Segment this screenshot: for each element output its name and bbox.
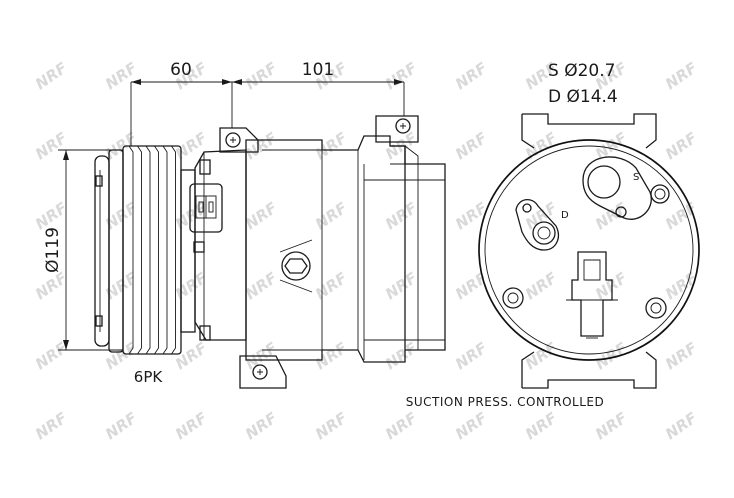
pulley-groove xyxy=(128,145,134,355)
pulley-groove xyxy=(162,145,168,355)
watermark-text: NRF xyxy=(452,58,491,93)
watermark-text: NRF xyxy=(592,408,631,443)
control-note: SUCTION PRESS. CONTROLLED xyxy=(406,395,605,409)
pulley-groove xyxy=(154,145,159,355)
watermark-text: NRF xyxy=(662,408,701,443)
front-housing xyxy=(193,149,247,341)
discharge-marker: D xyxy=(561,210,569,221)
pulley-grooves xyxy=(128,145,176,355)
watermark-text: NRF xyxy=(592,198,631,233)
dimension-pulley-diameter: Ø119 xyxy=(43,227,63,273)
watermark-text: NRF xyxy=(32,408,71,443)
watermark-text: NRF xyxy=(662,198,701,233)
watermark-text: NRF xyxy=(382,198,421,233)
watermark-text: NRF xyxy=(312,338,351,373)
dimension-lines xyxy=(58,79,405,351)
watermark-text: NRF xyxy=(382,338,421,373)
watermark-text: NRF xyxy=(312,408,351,443)
watermark-text: NRF xyxy=(172,338,211,373)
watermark-text: NRF xyxy=(662,338,701,373)
pulley-groove-label: 6PK xyxy=(134,368,164,386)
dimension-101: 101 xyxy=(302,60,334,80)
watermark-text: NRF xyxy=(242,408,281,443)
port-suction-label: S Ø20.7 xyxy=(548,61,615,81)
suction-marker: S xyxy=(633,172,639,183)
watermark-text: NRF xyxy=(242,198,281,233)
watermark-text: NRF xyxy=(312,198,351,233)
watermark-text: NRF xyxy=(172,408,211,443)
port-discharge-label: D Ø14.4 xyxy=(548,87,618,107)
watermark-text: NRF xyxy=(522,408,561,443)
watermark-text: NRF xyxy=(382,408,421,443)
connector xyxy=(189,183,223,233)
watermark-text: NRF xyxy=(172,268,211,303)
dimension-60: 60 xyxy=(170,60,192,80)
watermark-text: NRF xyxy=(382,58,421,93)
watermark-text: NRF xyxy=(242,268,281,303)
watermark-text: NRF xyxy=(662,58,701,93)
watermark-text: NRF xyxy=(452,408,491,443)
watermark-text: NRF xyxy=(172,198,211,233)
pulley-groove xyxy=(145,145,151,355)
watermark-text: NRF xyxy=(662,128,701,163)
watermark-text: NRF xyxy=(102,268,141,303)
pulley-groove xyxy=(137,145,142,355)
watermark-text: NRF xyxy=(102,408,141,443)
side-view: 60 101 Ø119 6PK xyxy=(43,60,446,389)
watermark-text: NRF xyxy=(452,128,491,163)
watermark-text: NRF xyxy=(382,268,421,303)
compressor-body xyxy=(219,115,446,389)
watermark-text: NRF xyxy=(312,268,351,303)
rear-view xyxy=(478,113,700,389)
pulley-groove xyxy=(171,145,176,355)
watermark-text: NRF xyxy=(312,128,351,163)
watermark-text: NRF xyxy=(102,198,141,233)
watermark-text: NRF xyxy=(102,58,141,93)
watermark-text: NRF xyxy=(592,338,631,373)
watermark-text: NRF xyxy=(242,128,281,163)
pulley xyxy=(94,145,196,355)
watermark-text: NRF xyxy=(452,338,491,373)
watermark-text: NRF xyxy=(242,58,281,93)
watermark-text: NRF xyxy=(32,58,71,93)
watermark-text: NRF xyxy=(522,268,561,303)
